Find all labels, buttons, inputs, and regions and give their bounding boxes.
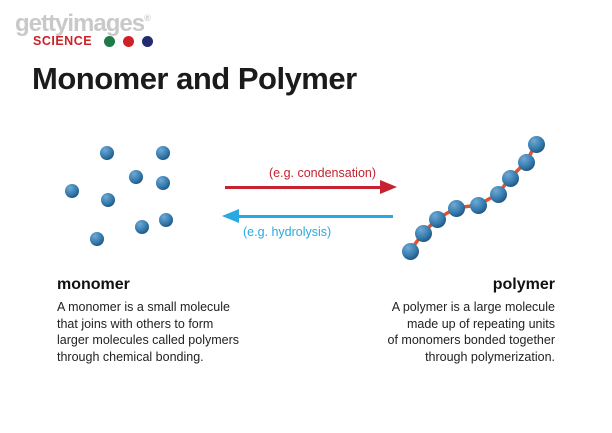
monomer-sphere: [159, 213, 173, 227]
science-label: SCIENCE: [33, 34, 93, 48]
polymer-sphere: [401, 242, 419, 260]
forward-arrow-line: [225, 186, 382, 189]
collection-line: SCIENCE: [15, 34, 154, 48]
monomer-description: A monomer is a small molecule that joins…: [57, 300, 240, 364]
polymer-heading: polymer: [492, 276, 555, 293]
monomer-sphere: [129, 170, 143, 184]
monomer-sphere: [156, 146, 170, 160]
monomer-sphere: [101, 193, 115, 207]
registered-mark: ®: [144, 13, 151, 23]
left-arrowhead-icon: [222, 209, 239, 223]
page-title: Monomer and Polymer: [32, 61, 357, 96]
polymer-description: A polymer is a large molecule made up of…: [387, 300, 555, 364]
monomer-sphere: [90, 232, 104, 246]
hydrolysis-label: (e.g. hydrolysis): [243, 225, 332, 239]
polymer-sphere: [527, 135, 545, 153]
polymer-sphere: [428, 210, 446, 228]
monomer-sphere: [156, 176, 170, 190]
collection-dot: [142, 35, 154, 47]
getty-watermark: gettyimages® SCIENCE: [15, 12, 154, 48]
monomer-sphere: [100, 146, 114, 160]
monomer-section: monomer A monomer is a small molecule th…: [57, 276, 239, 365]
polymer-sphere: [517, 153, 535, 171]
polymer-sphere: [489, 185, 507, 203]
polymer-sphere: [469, 196, 487, 214]
polymer-sphere: [501, 169, 519, 187]
monomer-sphere: [135, 220, 149, 234]
monomer-heading: monomer: [57, 276, 130, 293]
condensation-label: (e.g. condensation): [269, 166, 377, 180]
polymer-sphere: [447, 199, 465, 217]
monomer-sphere: [65, 184, 79, 198]
gettyimages-logo-text: gettyimages: [15, 10, 145, 37]
right-arrowhead-icon: [380, 180, 397, 194]
gettyimages-logo: gettyimages®: [15, 12, 153, 36]
collection-dots: [104, 35, 154, 47]
collection-dot: [123, 35, 135, 47]
polymer-section: polymer A polymer is a large molecule ma…: [388, 276, 555, 365]
reverse-arrow-line: [238, 215, 393, 218]
polymer-sphere: [414, 224, 432, 242]
collection-dot: [104, 35, 116, 47]
